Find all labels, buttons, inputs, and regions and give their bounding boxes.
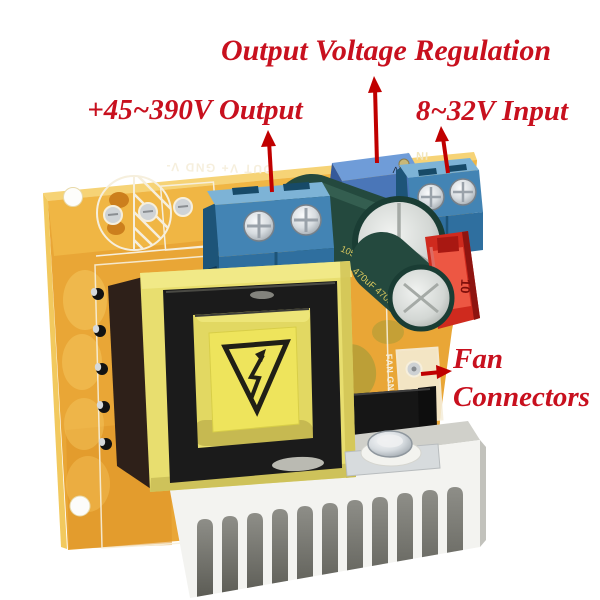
- mounting-screw: [344, 430, 441, 477]
- fuse-label: 10: [458, 279, 474, 294]
- pcb-shading: [63, 270, 107, 330]
- fan-label-line1: Fan: [452, 343, 503, 375]
- lightning-bolt-icon: [247, 354, 265, 400]
- pcb-shading: [64, 398, 104, 450]
- screw-cross: [421, 182, 473, 207]
- solder-pads: [103, 197, 193, 225]
- capacitor-vent: [403, 282, 439, 314]
- mounting-hole: [69, 495, 91, 517]
- glue-smudge: [250, 291, 274, 299]
- regulation-label: Output Voltage Regulation: [221, 34, 551, 67]
- fan-label-line2: Connectors: [453, 381, 590, 413]
- transformer-bobbin-flange: [108, 277, 151, 489]
- silkscreen-fan-gnd-label: FAN GND: [384, 354, 396, 398]
- arrow-up-icon: [368, 76, 382, 164]
- silkscreen-output-label: OUT V+ GND V-: [165, 160, 273, 177]
- glue-smudge: [272, 456, 324, 472]
- fan-connector-pads: FAN GND: [384, 346, 444, 424]
- arrow-up-icon: [261, 130, 276, 193]
- lightning-bolt-icon: [255, 349, 266, 362]
- pcb-trace: [372, 320, 404, 344]
- mounting-hole: [63, 187, 83, 207]
- silkscreen-logo: [96, 175, 172, 251]
- screw-cross: [247, 208, 318, 238]
- transformer: [90, 261, 356, 492]
- warning-triangle-icon: [221, 339, 291, 417]
- arrow-right-icon: [420, 365, 452, 379]
- input-label: 8~32V Input: [416, 95, 569, 127]
- pcb-shading: [62, 334, 102, 390]
- transformer-pins: [90, 288, 112, 450]
- transformer-core: [163, 281, 342, 483]
- heatsink-right-end: [480, 440, 486, 547]
- annotations: Output Voltage Regulation +45~390V Outpu…: [87, 34, 590, 413]
- pcb-left-edge: [43, 193, 67, 549]
- output-label: +45~390V Output: [87, 94, 303, 126]
- warning-sticker: [208, 326, 300, 433]
- arrow-up-icon: [435, 126, 450, 174]
- logo-art: [109, 192, 129, 208]
